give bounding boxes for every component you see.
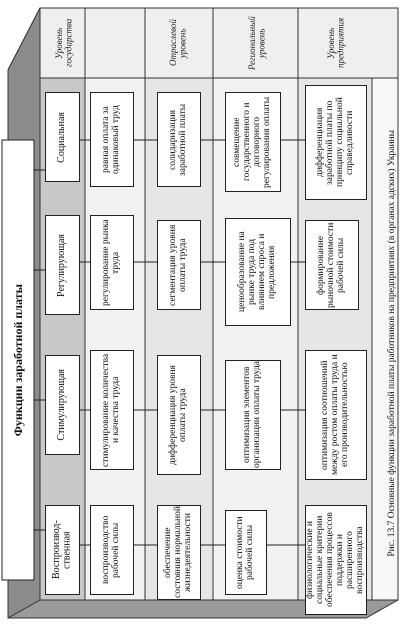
function-box-reproductive: Воспроизвод-ственная — [45, 505, 80, 595]
level-label-enterprise: Уровень предприятия — [325, 17, 345, 69]
cell-enterprise-stimulating: оптимизация соотношений между ростом опл… — [305, 350, 367, 480]
cell-branch-stimulating: дифференциация уровня оплаты труда — [157, 355, 201, 475]
cell-enterprise-social: дифференциация заработной платы по принц… — [305, 85, 367, 200]
figure-caption: Рис. 13.7 Основные функции заработной пл… — [387, 129, 398, 557]
cell-state-social: равная оплата за одинаковый труд — [90, 92, 134, 187]
function-box-regulating: Регулирующая — [45, 215, 80, 315]
level-label-regional: Региональный уровень — [246, 16, 266, 70]
cell-branch-reproductive: обеспечение состояния нормальной жизнеде… — [157, 505, 201, 600]
cell-regional-stimulating: оптимизация элементов организации оплаты… — [225, 360, 281, 470]
level-label-state: Уровень государства — [53, 18, 73, 68]
function-box-stimulating: Стимулирующая — [45, 355, 80, 455]
cell-regional-regulating: ценообразование на рынке труда под влиян… — [225, 218, 291, 326]
cell-state-stimulating: стимулирование количества и качества тру… — [90, 350, 134, 470]
cell-enterprise-regulating: формирование рыночной стоимости рабочей … — [305, 220, 359, 310]
function-box-social: Социальная — [45, 92, 80, 182]
level-label-branch: Отраслевой уровень — [167, 19, 187, 67]
cell-state-regulating: регулирование рынка труда — [90, 215, 134, 310]
cell-state-reproductive: воспроизводство рабочей силы — [90, 505, 134, 595]
cell-enterprise-reproductive: физиологические и социальные критерии об… — [305, 505, 367, 615]
cell-branch-social: солидаризация заработной платы — [157, 92, 201, 187]
cell-regional-reproductive: оценка стоимости рабочей силы — [225, 510, 267, 595]
cell-regional-social: совмещение государственного и договорног… — [225, 92, 281, 192]
diagram-title: Функции заработной платы — [10, 283, 25, 437]
cell-branch-regulating: сегментация уровня оплаты труда — [157, 220, 201, 310]
